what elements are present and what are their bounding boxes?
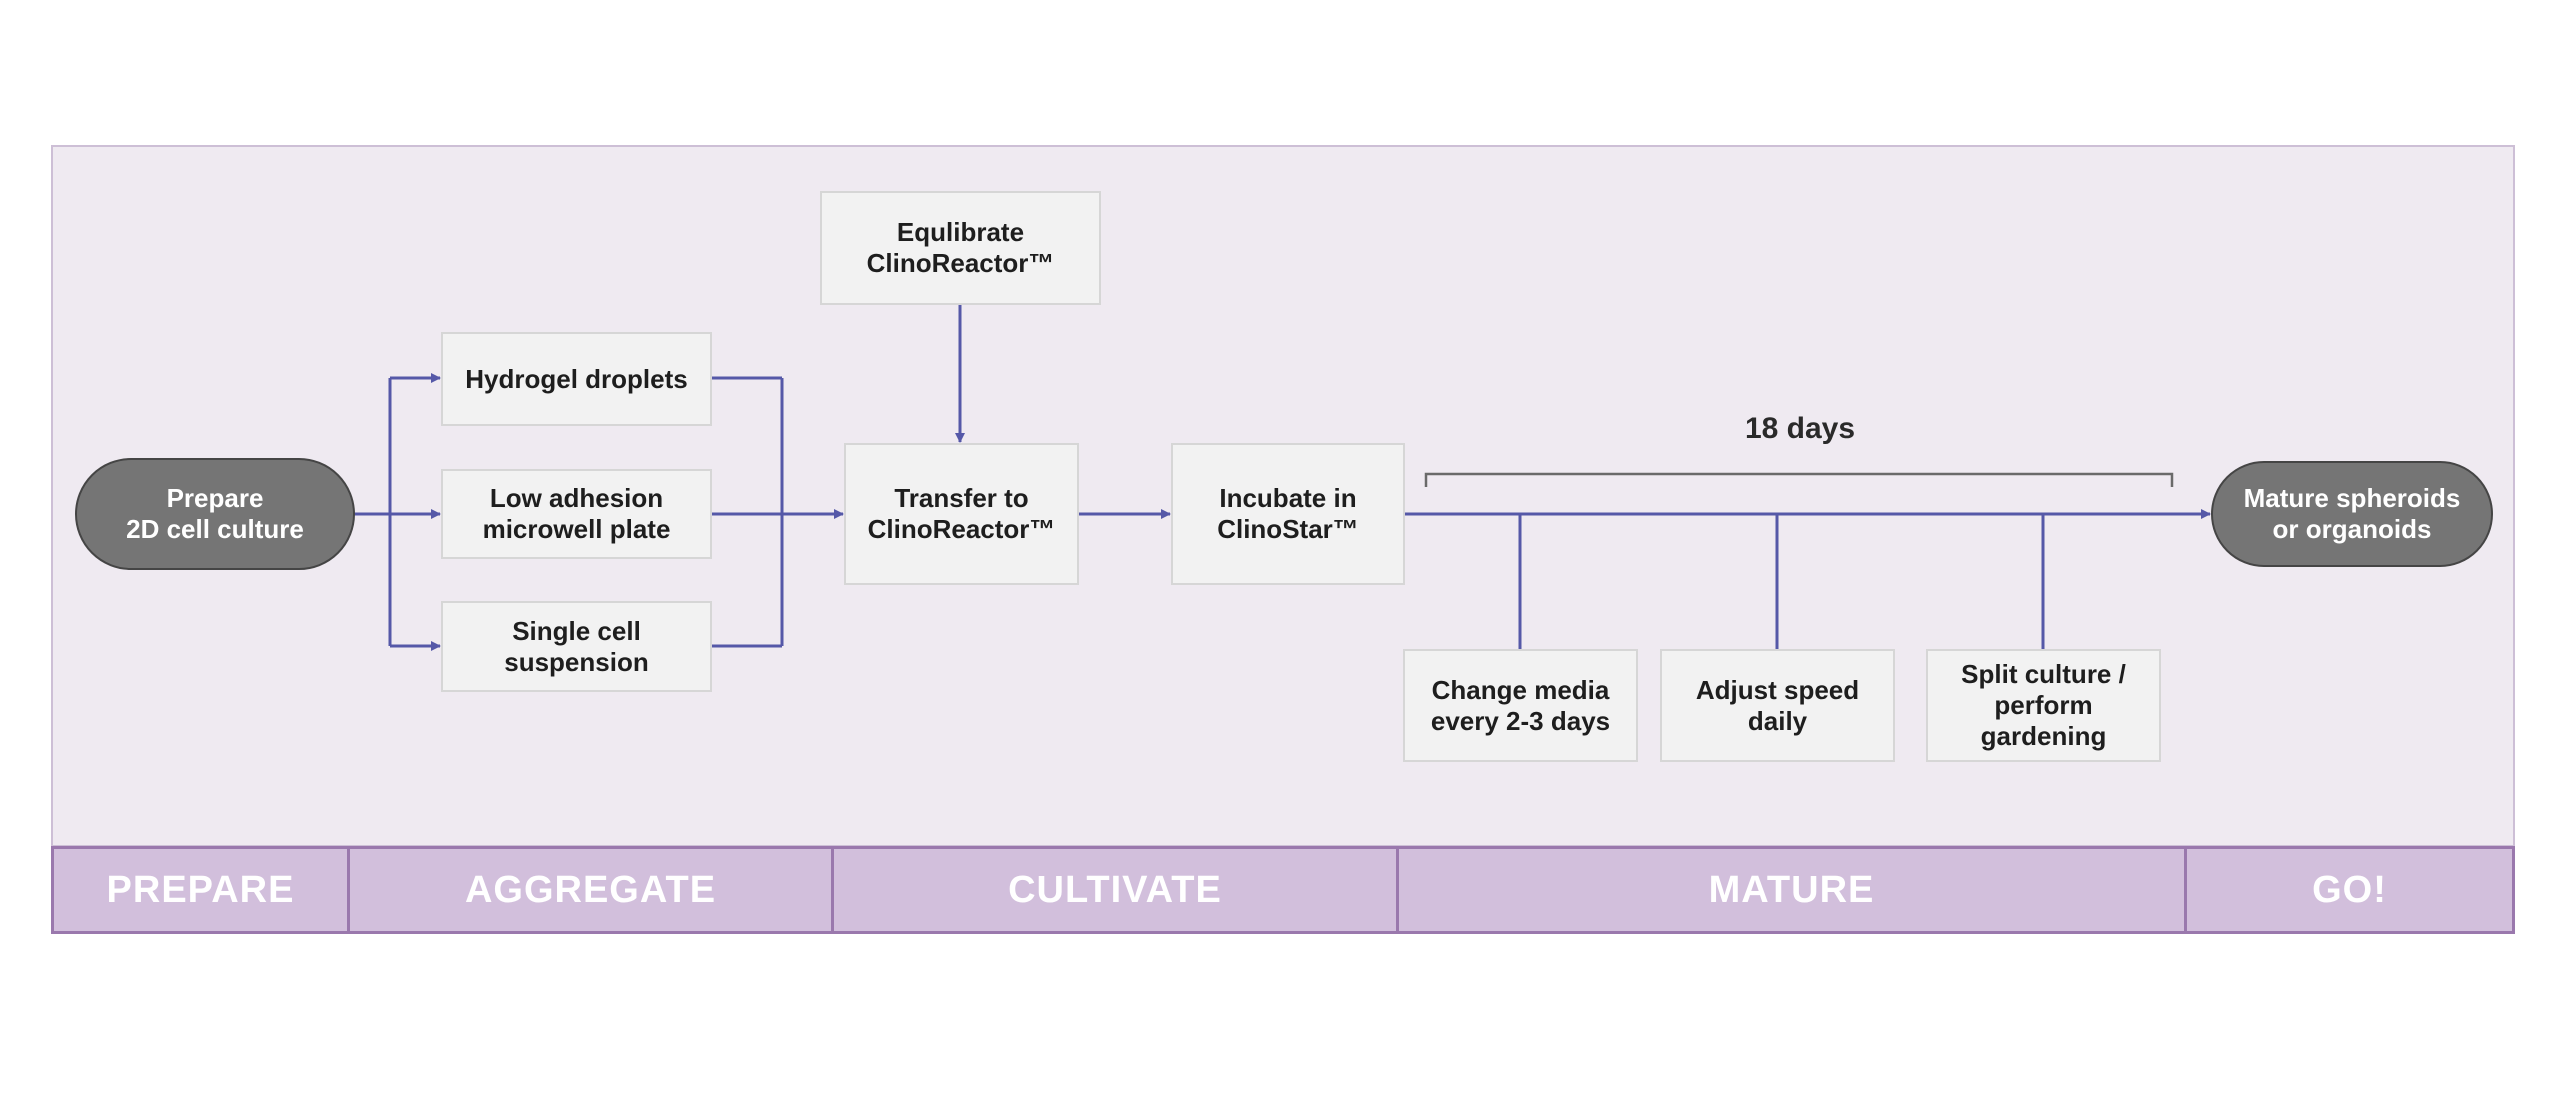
equilibrate-box: Equlibrate ClinoReactor™ xyxy=(820,191,1101,305)
adjust-speed-box: Adjust speed daily xyxy=(1660,649,1895,762)
prepare-node: Prepare 2D cell culture xyxy=(75,458,355,570)
phase-prepare: PREPARE xyxy=(54,849,350,931)
low-adhesion-plate-box: Low adhesion microwell plate xyxy=(441,469,712,559)
duration-label: 18 days xyxy=(1744,412,1856,445)
transfer-box: Transfer to ClinoReactor™ xyxy=(844,443,1079,585)
phase-cultivate: CULTIVATE xyxy=(834,849,1399,931)
change-media-box: Change media every 2-3 days xyxy=(1403,649,1638,762)
phase-bar: PREPARE AGGREGATE CULTIVATE MATURE GO! xyxy=(51,846,2515,934)
mature-node: Mature spheroids or organoids xyxy=(2211,461,2493,567)
single-cell-suspension-box: Single cell suspension xyxy=(441,601,712,692)
phase-mature: MATURE xyxy=(1399,849,2187,931)
hydrogel-droplets-box: Hydrogel droplets xyxy=(441,332,712,426)
phase-aggregate: AGGREGATE xyxy=(350,849,834,931)
incubate-box: Incubate in ClinoStar™ xyxy=(1171,443,1405,585)
split-culture-box: Split culture / perform gardening xyxy=(1926,649,2161,762)
phase-go: GO! xyxy=(2312,868,2387,911)
